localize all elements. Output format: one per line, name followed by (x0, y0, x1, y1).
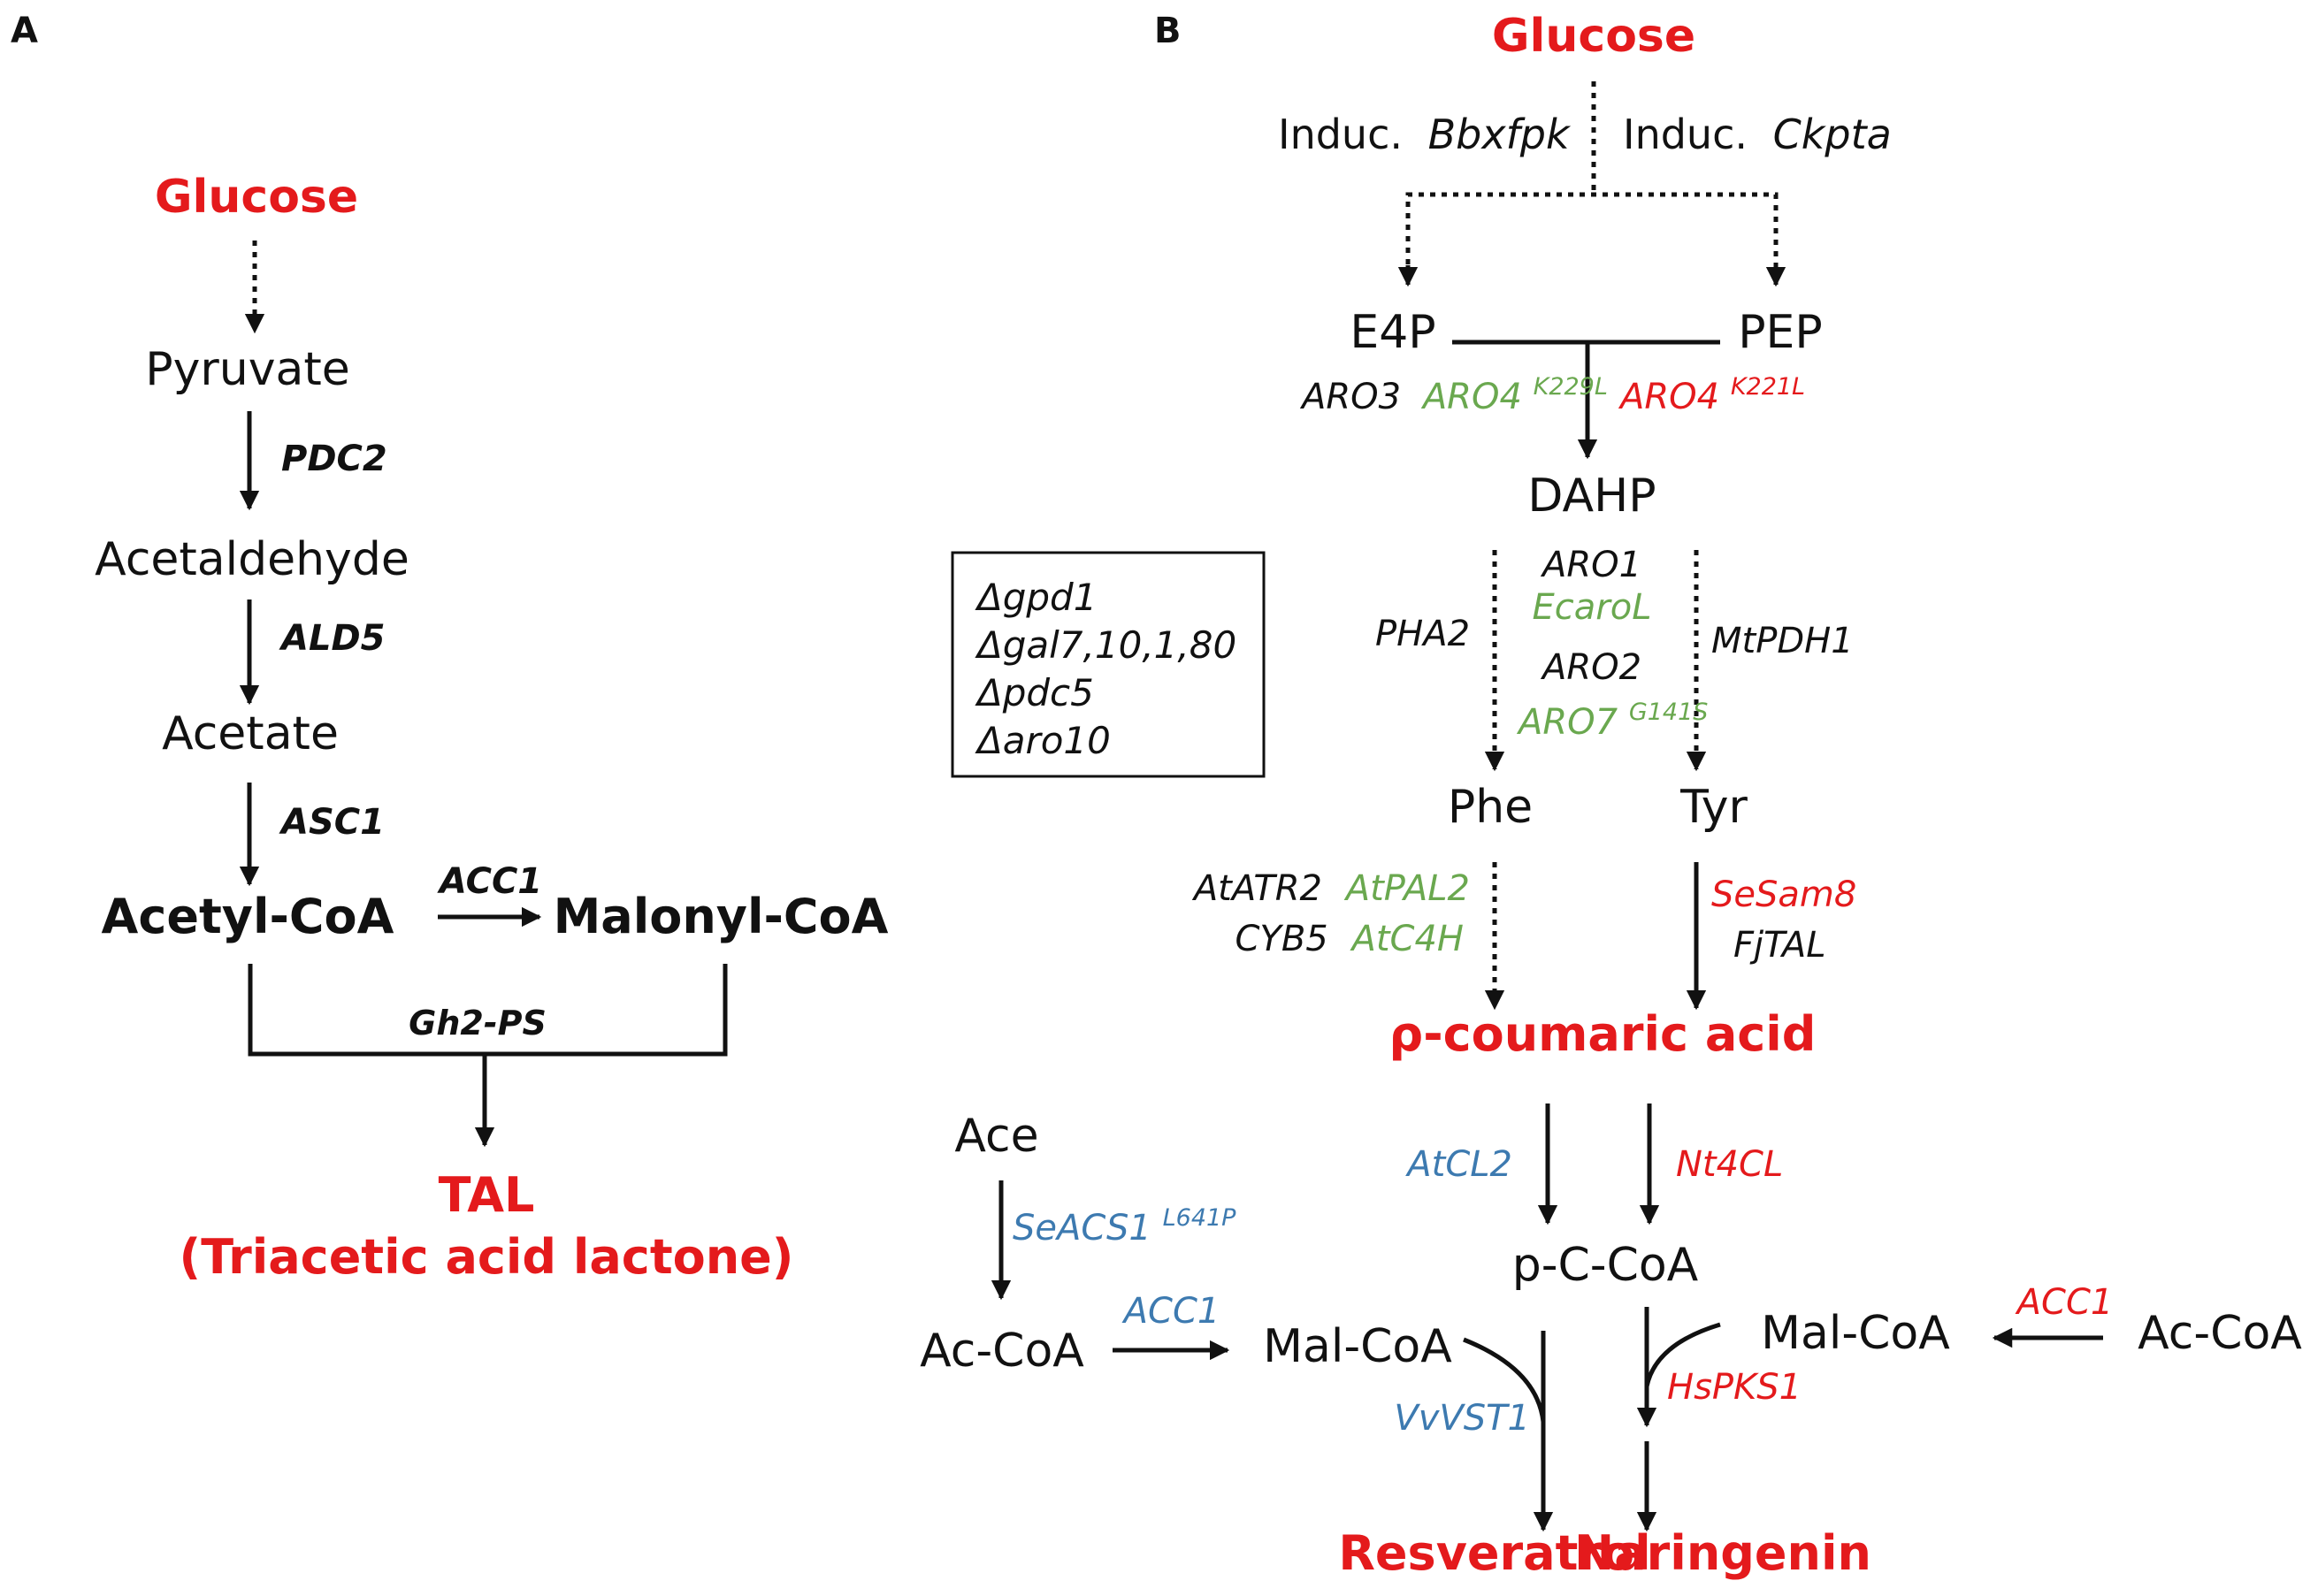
atatr2-atpal2: AtATR2 AtPAL2 (1191, 868, 1470, 909)
ecarol-gene: EcaroL (1533, 587, 1652, 628)
hspks1-gene: HsPKS1 (1667, 1367, 1802, 1408)
aro4-k229l-sup: K229L (1534, 373, 1608, 401)
ckpta-gene: Ckpta (1773, 111, 1892, 158)
aro4-k229l-gene: ARO4 (1420, 377, 1522, 417)
nt4cl-gene: Nt4CL (1676, 1144, 1783, 1185)
ac-coa-left: Ac-CoA (920, 1325, 1084, 1378)
gh2ps-enzyme: Gh2-PS (409, 1004, 547, 1042)
vvvst1-gene: VvVST1 (1394, 1398, 1530, 1439)
p-coumaric-acid: ρ-coumaric acid (1389, 1006, 1817, 1062)
glucose-dotted-branch (1405, 192, 1779, 276)
glucose-b: Glucose (1492, 10, 1695, 63)
panel-b-label: B (1154, 11, 1182, 51)
deletion-1: Δgpd1 (975, 576, 1097, 619)
pyruvate: Pyruvate (145, 343, 350, 396)
seacs1-sup: L641P (1163, 1204, 1237, 1232)
deletion-3: Δpdc5 (975, 671, 1094, 714)
mal-coa-left: Mal-CoA (1263, 1320, 1452, 1373)
atc4h-gene: AtC4H (1349, 919, 1464, 959)
cyb5-atc4h: CYB5 AtC4H (1236, 919, 1465, 959)
mal-coa-right: Mal-CoA (1761, 1307, 1950, 1360)
fjtal-gene: FjTAL (1733, 925, 1826, 966)
asc1-enzyme: ASC1 (279, 802, 385, 843)
mtpdh1-gene: MtPDH1 (1711, 621, 1854, 661)
aro3-aro4-k229l: ARO3 ARO4 K229L (1299, 373, 1608, 417)
atpal2-gene: AtPAL2 (1343, 868, 1470, 909)
panel-a-label: A (11, 11, 38, 51)
malcoa-right-merge (1644, 1322, 1721, 1387)
acc1-enzyme-a: ACC1 (437, 861, 542, 902)
aro4-k221l-gene: ARO4 (1618, 377, 1719, 417)
aro7-g141s: ARO7 G141S (1516, 699, 1708, 743)
resveratrol: Resveratrol (1338, 1525, 1650, 1581)
aro7-sup: G141S (1629, 699, 1709, 726)
tyr: Tyr (1679, 781, 1748, 834)
pep: PEP (1738, 306, 1823, 359)
aro1-gene: ARO1 (1540, 545, 1641, 585)
pha2-gene: PHA2 (1375, 614, 1470, 654)
aro4-k221l-sup: K221L (1731, 373, 1805, 401)
induc-ckpta: Induc. Ckpta (1623, 111, 1892, 158)
tal-full-name: (Triacetic acid lactone) (180, 1229, 794, 1285)
aro4-k221l: ARO4 K221L (1618, 373, 1805, 417)
deletion-box (951, 551, 1266, 778)
acetyl-coa-a: Acetyl-CoA (102, 889, 394, 944)
e4p: E4P (1350, 306, 1435, 359)
pdc2-enzyme: PDC2 (281, 439, 387, 479)
bracket-to-tal (248, 964, 728, 1057)
ald5-enzyme: ALD5 (279, 618, 385, 659)
seacs1-l641p: SeACS1 L641P (1013, 1204, 1236, 1249)
induc-left-word: Induc. (1278, 111, 1403, 158)
acetate: Acetate (162, 707, 339, 760)
acc1-right-gene: ACC1 (2015, 1282, 2114, 1323)
phe: Phe (1448, 781, 1533, 834)
acetaldehyde: Acetaldehyde (95, 533, 409, 586)
aro3-gene: ARO3 (1299, 377, 1401, 417)
panel-a: A Glucose Pyruvate PDC2 Acetaldehyde ALD… (11, 11, 889, 1285)
sesam8-gene: SeSam8 (1711, 874, 1856, 915)
deletion-4: Δaro10 (975, 719, 1111, 762)
induc-bbxfpk: Induc. Bbxfpk (1278, 111, 1572, 158)
ace: Ace (954, 1110, 1038, 1163)
bbxfpk-gene: Bbxfpk (1428, 111, 1572, 158)
seacs1-gene: SeACS1 (1013, 1208, 1151, 1249)
deletion-2: Δgal7,10,1,80 (975, 623, 1236, 667)
atatr2-gene: AtATR2 (1191, 868, 1322, 909)
atcl2-gene: AtCL2 (1404, 1144, 1512, 1185)
acc1-left-gene: ACC1 (1121, 1291, 1220, 1332)
p-c-coa: p-C-CoA (1512, 1239, 1699, 1292)
malcoa-left-merge (1463, 1337, 1546, 1423)
aro2-gene: ARO2 (1540, 647, 1641, 688)
aro7-gene: ARO7 (1516, 702, 1618, 743)
induc-right-word: Induc. (1623, 111, 1748, 158)
tal-product: TAL (439, 1167, 535, 1223)
dahp: DAHP (1527, 470, 1656, 523)
glucose-a: Glucose (155, 171, 358, 224)
cyb5-gene: CYB5 (1236, 919, 1328, 959)
ac-coa-right: Ac-CoA (2138, 1307, 2302, 1360)
malonyl-coa-a: Malonyl-CoA (554, 889, 889, 944)
naringenin: Naringenin (1574, 1525, 1871, 1581)
panel-b: B Glucose Induc. Bbxfpk Induc. Ckpta E4P… (920, 10, 2302, 1581)
